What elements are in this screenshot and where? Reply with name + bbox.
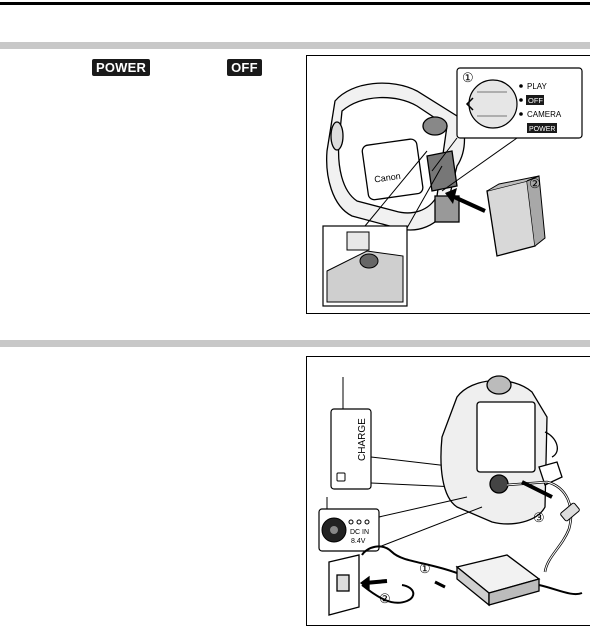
power-adapter-illustration: ① [361,545,583,607]
step-2-marker: ② [529,176,541,191]
step-2-marker-b: ② [379,591,391,606]
dc-in-inset: DC IN 8.4V [318,496,483,552]
attach-battery-illustration: Canon PLAY OFF CAMERA POWER ① [322,67,583,307]
battery-pack-illustration: ② [445,175,546,257]
dial-option-off: OFF [528,96,543,105]
camcorder-rear-illustration [440,375,563,525]
charge-label: CHARGE [357,418,368,461]
step-3-marker: ③ [533,510,545,525]
dial-option-camera: CAMERA [527,110,562,119]
figure-attach-battery: Canon PLAY OFF CAMERA POWER ① [306,55,590,314]
section-divider-charging [0,340,590,347]
step-1-marker: ① [462,70,474,85]
dc-cable-illustration: ③ [506,480,580,573]
voltage-label: 8.4V [351,538,366,545]
dc-in-label: DC IN [350,529,369,536]
wall-outlet-illustration: ② [328,554,415,616]
dial-power-tag: POWER [529,126,555,133]
figure-charge-battery: CHARGE DC IN 8.4V [306,356,590,626]
step-1-marker-b: ① [419,561,431,576]
charge-lamp-inset: CHARGE [330,377,458,490]
brand-text: Canon [374,171,402,185]
power-instruction: POWER OFF [92,57,262,77]
dial-option-play: PLAY [527,82,548,91]
charge-battery-illustration: CHARGE DC IN 8.4V [318,375,583,616]
top-rule [0,2,590,5]
section-divider-battery [0,42,590,49]
camcorder-illustration: Canon [326,82,466,231]
power-dial-callout: PLAY OFF CAMERA POWER ① [431,67,583,192]
battery-latch-inset [322,150,443,307]
power-badge: POWER [92,58,151,76]
off-badge: OFF [227,58,262,76]
